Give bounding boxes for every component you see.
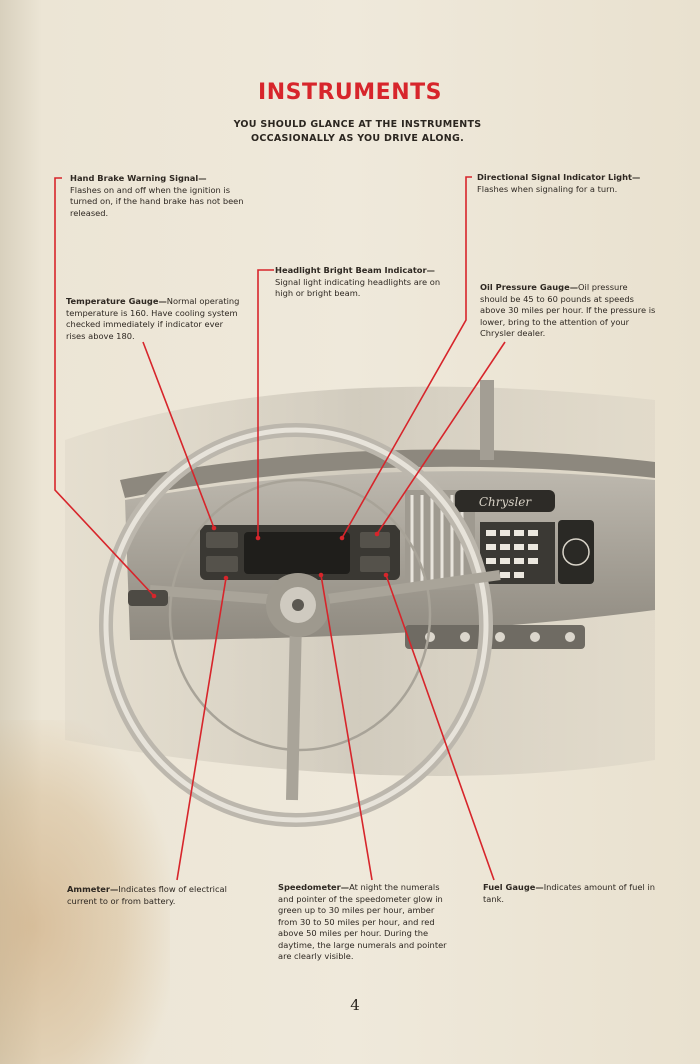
oil-pressure-leader — [376, 341, 506, 535]
speedometer-dial — [244, 532, 350, 574]
chrysler-badge-plate — [455, 490, 555, 512]
directional-leader — [341, 176, 472, 539]
callout-dots — [151, 525, 389, 599]
fuel-gauge-face — [360, 556, 390, 572]
fuel-leader — [385, 574, 495, 881]
temperature-gauge-face — [206, 532, 238, 548]
headlight-leader — [257, 269, 274, 538]
ammeter-note: Ammeter—Indicates flow of electrical cur… — [67, 884, 247, 907]
temperature-label: Temperature Gauge— — [66, 296, 167, 306]
oil-pressure-text: Oil pressure should be 45 to 60 pounds a… — [480, 282, 656, 338]
speedometer-label: Speedometer— — [278, 882, 350, 892]
ammeter-leader — [176, 577, 227, 881]
speedometer-note: Speedometer—At night the numerals and po… — [278, 882, 454, 963]
oil-pressure-note: Oil Pressure Gauge—Oil pressure should b… — [480, 282, 656, 340]
clock-face — [562, 538, 590, 566]
headlight-text: Signal light indicating headlights are o… — [275, 276, 441, 299]
headlight-label: Headlight Bright Beam Indicator— — [275, 265, 435, 275]
hand-brake-text: Flashes on and off when the ignition is … — [70, 184, 244, 218]
oil-pressure-label: Oil Pressure Gauge— — [480, 282, 578, 292]
subtitle-line-2: OCCASIONALLY AS YOU DRIVE ALONG. — [250, 133, 465, 144]
fuel-label: Fuel Gauge— — [483, 882, 544, 892]
ammeter-label: Ammeter— — [67, 884, 119, 894]
ammeter-text: Indicates flow of electrical current to … — [67, 884, 227, 906]
windshield-frame — [120, 449, 655, 498]
page-number: 4 — [350, 996, 360, 1014]
directional-label: Directional Signal Indicator Light— — [477, 172, 641, 182]
fuel-note: Fuel Gauge—Indicates amount of fuel in t… — [483, 882, 659, 905]
oil-pressure-gauge-face — [360, 532, 390, 548]
hand-brake-leader — [54, 177, 155, 597]
fuel-text: Indicates amount of fuel in tank. — [483, 882, 656, 904]
radio-keys — [486, 530, 538, 578]
page-title: INSTRUMENTS — [258, 80, 442, 105]
chrysler-badge-text: Chrysler — [479, 495, 533, 509]
directional-note: Directional Signal Indicator Light— Flas… — [477, 172, 653, 195]
left-lever — [128, 590, 168, 606]
water-stain — [0, 720, 170, 1064]
callout-leaders — [54, 176, 506, 881]
hand-brake-label: Hand Brake Warning Signal— — [70, 173, 207, 183]
temperature-leader — [142, 341, 215, 529]
page-subtitle: YOU SHOULD GLANCE AT THE INSTRUMENTS OCC… — [200, 118, 515, 146]
clock — [558, 520, 594, 584]
horn-ring — [168, 478, 432, 752]
windshield-post — [480, 380, 494, 460]
speedometer-leader — [320, 574, 373, 881]
temperature-note: Temperature Gauge—Normal operating tempe… — [66, 296, 242, 342]
temperature-text: Normal operating temperature is 160. Hav… — [66, 296, 240, 341]
speedometer-text: At night the numerals and pointer of the… — [278, 882, 447, 961]
ammeter-face — [206, 556, 238, 572]
hand-brake-note: Hand Brake Warning Signal— Flashes on an… — [70, 173, 246, 219]
subtitle-line-1: YOU SHOULD GLANCE AT THE INSTRUMENTS — [233, 119, 482, 130]
directional-text: Flashes when signaling for a turn. — [477, 183, 618, 194]
headlight-note: Headlight Bright Beam Indicator— Signal … — [275, 265, 451, 300]
lower-spoke — [286, 619, 302, 801]
